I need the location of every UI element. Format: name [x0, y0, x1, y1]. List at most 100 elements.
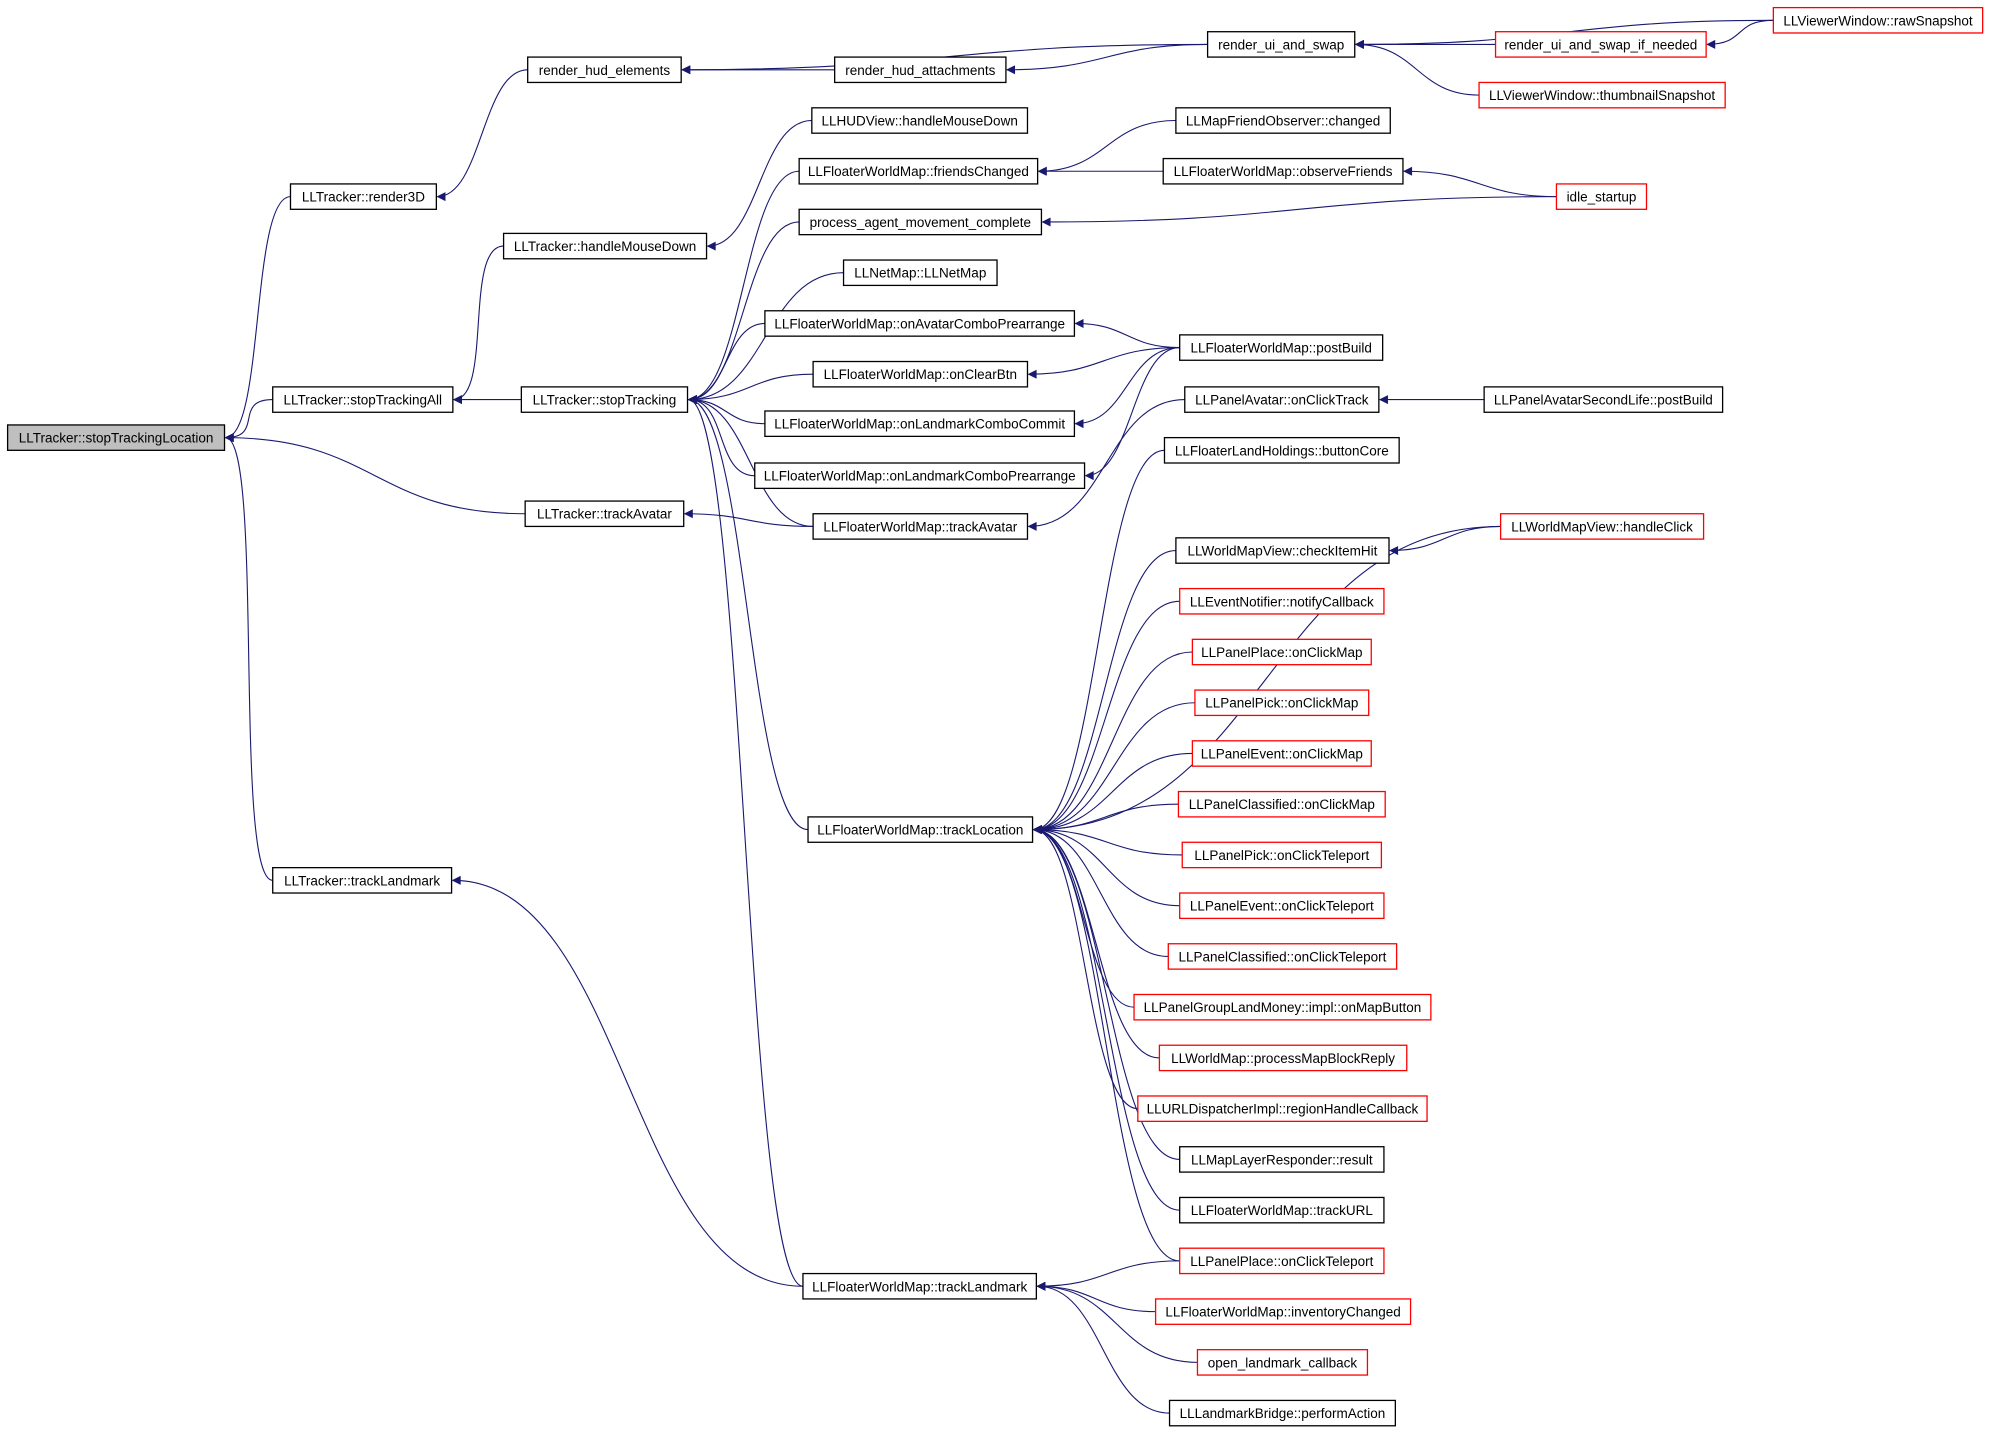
node-world-map-view-handle-click[interactable]: LLWorldMapView::handleClick: [1499, 513, 1705, 540]
node-panel-avatar-on-click-track[interactable]: LLPanelAvatar::onClickTrack: [1184, 386, 1380, 413]
node-label: LLFloaterWorldMap::inventoryChanged: [1165, 1305, 1400, 1320]
node-panel-classified-on-click-map[interactable]: LLPanelClassified::onClickMap: [1177, 790, 1386, 818]
nodes-layer: LLTracker::stopTrackingLocation LLTracke…: [6, 6, 1984, 1427]
node-label: LLTracker::handleMouseDown: [514, 239, 696, 254]
node-label: render_hud_elements: [539, 63, 671, 78]
node-url-dispatcher-region-handle-callback[interactable]: LLURLDispatcherImpl::regionHandleCallbac…: [1137, 1095, 1428, 1122]
node-render-ui-and-swap-if-needed[interactable]: render_ui_and_swap_if_needed: [1494, 31, 1707, 58]
node-render-ui-and-swap[interactable]: render_ui_and_swap: [1206, 31, 1356, 58]
call-edge: [451, 875, 803, 1287]
call-edge: [1032, 825, 1169, 957]
call-edge: [1403, 166, 1557, 198]
node-tracker-track-landmark[interactable]: LLTracker::trackLandmark: [272, 867, 453, 894]
node-map-friend-observer-changed[interactable]: LLMapFriendObserver::changed: [1175, 107, 1391, 134]
node-panel-classified-on-click-teleport[interactable]: LLPanelClassified::onClickTeleport: [1167, 943, 1398, 970]
node-world-map-post-build[interactable]: LLFloaterWorldMap::postBuild: [1179, 334, 1384, 361]
call-edge: [1032, 752, 1193, 835]
node-label: LLTracker::stopTrackingAll: [284, 393, 443, 408]
node-label: LLLandmarkBridge::performAction: [1180, 1406, 1386, 1421]
node-open-landmark-callback[interactable]: open_landmark_callback: [1196, 1349, 1369, 1376]
node-panel-pick-on-click-map[interactable]: LLPanelPick::onClickMap: [1194, 689, 1370, 717]
call-edge: [452, 245, 504, 405]
call-edge: [1074, 318, 1180, 349]
node-render-3d[interactable]: LLTracker::render3D: [289, 183, 438, 210]
node-label: LLMapLayerResponder::result: [1191, 1152, 1373, 1167]
node-label: LLWorldMap::processMapBlockReply: [1171, 1051, 1395, 1066]
node-label: LLPanelPick::onClickMap: [1205, 696, 1358, 711]
node-group-land-money-on-map-button[interactable]: LLPanelGroupLandMoney::impl::onMapButton: [1133, 993, 1432, 1021]
call-edge: [1032, 825, 1180, 907]
node-panel-place-on-click-teleport[interactable]: LLPanelPlace::onClickTeleport: [1179, 1247, 1385, 1275]
node-label: LLNetMap::LLNetMap: [854, 266, 986, 281]
node-stop-tracking[interactable]: LLTracker::stopTracking: [520, 386, 689, 413]
node-panel-event-on-click-teleport[interactable]: LLPanelEvent::onClickTeleport: [1179, 892, 1385, 920]
node-stop-tracking-location[interactable]: LLTracker::stopTrackingLocation: [6, 424, 226, 451]
call-edge: [1041, 196, 1557, 227]
node-map-layer-responder-result[interactable]: LLMapLayerResponder::result: [1179, 1146, 1385, 1173]
node-world-map-track-landmark[interactable]: LLFloaterWorldMap::trackLandmark: [802, 1272, 1038, 1300]
node-label: LLFloaterWorldMap::trackAvatar: [823, 519, 1017, 534]
node-label: LLFloaterWorldMap::trackURL: [1191, 1203, 1374, 1218]
node-render-hud-elements[interactable]: render_hud_elements: [527, 56, 682, 84]
node-panel-pick-on-click-teleport[interactable]: LLPanelPick::onClickTeleport: [1181, 841, 1383, 869]
node-label: render_hud_attachments: [845, 63, 995, 78]
node-thumbnail-snapshot[interactable]: LLViewerWindow::thumbnailSnapshot: [1478, 81, 1726, 109]
node-panel-place-on-click-map[interactable]: LLPanelPlace::onClickMap: [1191, 638, 1372, 666]
node-label: LLFloaterWorldMap::onClearBtn: [824, 367, 1017, 382]
call-edge: [687, 395, 804, 1287]
node-world-map-track-location[interactable]: LLFloaterWorldMap::trackLocation: [807, 816, 1034, 843]
node-on-clear-btn[interactable]: LLFloaterWorldMap::onClearBtn: [812, 360, 1029, 388]
node-label: render_ui_and_swap: [1218, 37, 1344, 52]
node-panel-event-on-click-map[interactable]: LLPanelEvent::onClickMap: [1191, 740, 1372, 767]
node-observe-friends[interactable]: LLFloaterWorldMap::observeFriends: [1162, 157, 1404, 185]
node-raw-snapshot[interactable]: LLViewerWindow::rawSnapshot: [1772, 6, 1984, 34]
node-tracker-handle-mouse-down[interactable]: LLTracker::handleMouseDown: [502, 232, 708, 260]
node-avatar-second-life-post-build[interactable]: LLPanelAvatarSecondLife::postBuild: [1483, 386, 1724, 413]
node-llnetmap[interactable]: LLNetMap::LLNetMap: [842, 259, 998, 287]
node-label: LLMapFriendObserver::changed: [1186, 114, 1380, 129]
call-edge: [687, 395, 765, 425]
node-label: LLViewerWindow::thumbnailSnapshot: [1489, 88, 1715, 103]
node-label: LLHUDView::handleMouseDown: [821, 114, 1017, 129]
node-world-map-inventory-changed[interactable]: LLFloaterWorldMap::inventoryChanged: [1154, 1298, 1412, 1325]
call-edge: [1032, 600, 1180, 835]
node-on-avatar-combo-prearrange[interactable]: LLFloaterWorldMap::onAvatarComboPrearran…: [764, 310, 1076, 337]
node-label: LLTracker::trackLandmark: [284, 873, 440, 888]
node-process-agent-movement-complete[interactable]: process_agent_movement_complete: [798, 208, 1043, 236]
node-label: LLPanelPick::onClickTeleport: [1194, 848, 1369, 863]
node-label: LLPanelPlace::onClickTeleport: [1190, 1254, 1373, 1269]
node-friends-changed[interactable]: LLFloaterWorldMap::friendsChanged: [798, 157, 1039, 185]
call-edge: [687, 170, 800, 405]
node-world-map-view-check-item-hit[interactable]: LLWorldMapView::checkItemHit: [1175, 537, 1390, 564]
call-edge: [436, 69, 528, 202]
node-land-holdings-button-core[interactable]: LLFloaterLandHoldings::buttonCore: [1163, 436, 1400, 464]
node-label: LLTracker::render3D: [302, 190, 425, 205]
call-edge: [224, 433, 273, 881]
node-label: process_agent_movement_complete: [810, 215, 1031, 230]
node-render-hud-attachments[interactable]: render_hud_attachments: [834, 56, 1007, 84]
node-landmark-bridge-perform-action[interactable]: LLLandmarkBridge::performAction: [1168, 1399, 1396, 1427]
node-label: LLWorldMapView::checkItemHit: [1188, 544, 1378, 559]
node-on-landmark-combo-commit[interactable]: LLFloaterWorldMap::onLandmarkComboCommit: [764, 410, 1076, 438]
node-label: LLFloaterWorldMap::postBuild: [1191, 341, 1372, 356]
node-tracker-track-avatar[interactable]: LLTracker::trackAvatar: [524, 500, 685, 528]
node-label: LLFloaterWorldMap::trackLandmark: [812, 1279, 1027, 1294]
call-edge: [687, 373, 814, 405]
call-edge: [687, 322, 765, 405]
node-label: LLURLDispatcherImpl::regionHandleCallbac…: [1147, 1102, 1419, 1117]
node-hudview-handle-mouse-down[interactable]: LLHUDView::handleMouseDown: [811, 107, 1029, 134]
node-world-map-track-url[interactable]: LLFloaterWorldMap::trackURL: [1179, 1196, 1385, 1224]
node-stop-tracking-all[interactable]: LLTracker::stopTrackingAll: [272, 386, 454, 413]
node-idle-startup[interactable]: idle_startup: [1555, 183, 1648, 210]
call-edge: [1036, 1281, 1198, 1363]
call-edge: [687, 395, 809, 831]
node-world-map-track-avatar[interactable]: LLFloaterWorldMap::trackAvatar: [812, 513, 1029, 540]
node-label: LLEventNotifier::notifyCallback: [1190, 594, 1374, 609]
call-edge: [1027, 347, 1180, 379]
node-event-notifier-notify-callback[interactable]: LLEventNotifier::notifyCallback: [1179, 587, 1385, 615]
call-edge: [1032, 825, 1138, 1110]
call-edge: [1032, 825, 1180, 1211]
node-on-landmark-combo-prearrange[interactable]: LLFloaterWorldMap::onLandmarkComboPrearr…: [754, 462, 1086, 490]
node-world-map-process-map-block-reply[interactable]: LLWorldMap::processMapBlockReply: [1158, 1044, 1408, 1072]
